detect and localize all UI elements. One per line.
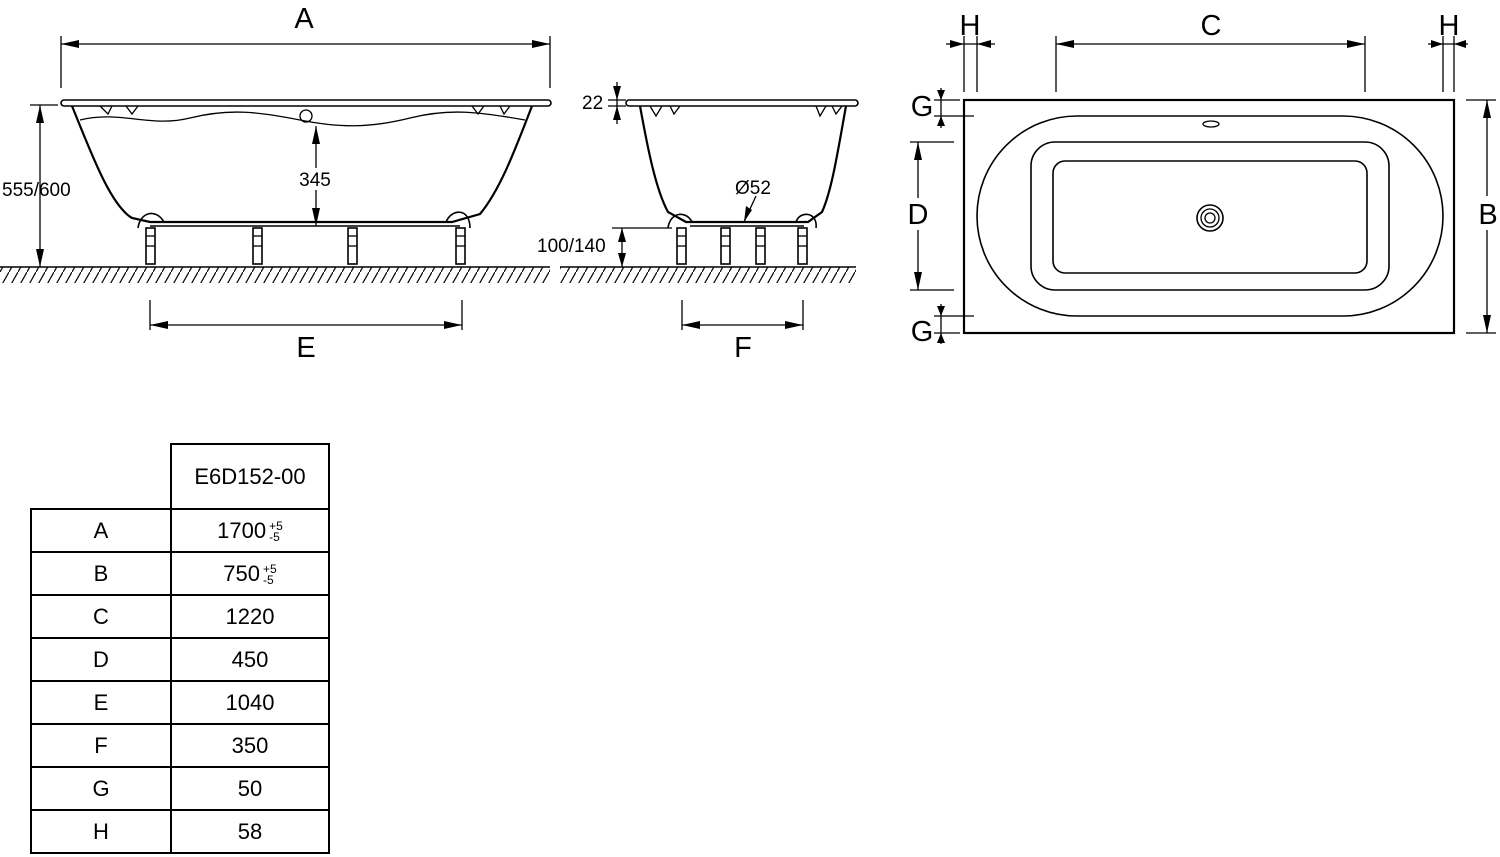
dimension-h-left: H (946, 10, 995, 92)
table-row: E 1040 (30, 680, 330, 725)
dimension-c-label: C (1201, 10, 1222, 42)
technical-drawing: A 555/600 345 E (0, 3, 1500, 364)
row-value: 1700+5-5 (170, 508, 330, 553)
dimension-f-label: F (734, 332, 752, 364)
table-header-row: E6D152-00 (31, 443, 330, 510)
row-value: 1040 (170, 680, 330, 725)
tub-side-rim (60, 99, 552, 107)
dimension-rim: 22 (582, 82, 626, 124)
overflow-slot-icon (1202, 120, 1220, 128)
row-value: 450 (170, 637, 330, 682)
end-view: Ø52 22 100/140 (537, 82, 859, 364)
row-value: 1220 (170, 594, 330, 639)
dimension-feet-label: 100/140 (537, 236, 606, 257)
tub-top-bowl (976, 115, 1444, 317)
tub-top-floor (1052, 160, 1368, 274)
row-key: B (30, 551, 172, 596)
table-row: G 50 (30, 766, 330, 811)
table-row: B 750+5-5 (30, 551, 330, 596)
row-key: H (30, 809, 172, 854)
dimension-g-top: G (911, 88, 974, 128)
tolerance: +5-5 (263, 561, 277, 587)
tub-top-inner (1030, 141, 1390, 291)
dimension-e: E (149, 300, 463, 364)
row-value: 350 (170, 723, 330, 768)
dimension-rim-label: 22 (582, 93, 603, 114)
row-value: 58 (170, 809, 330, 854)
tub-side-body (70, 105, 534, 224)
drain-icon (1196, 204, 1224, 232)
row-value: 50 (170, 766, 330, 811)
dimension-feet: 100/140 (537, 227, 672, 267)
row-key: F (30, 723, 172, 768)
dimension-e-label: E (296, 332, 315, 364)
dimension-h-right: H (1428, 10, 1468, 92)
tolerance: +5-5 (269, 518, 283, 544)
dimension-g-bottom-label: G (911, 316, 934, 348)
table-row: H 58 (30, 809, 330, 854)
dimension-g-top-label: G (911, 91, 934, 123)
end-legs (676, 227, 808, 265)
dimension-f: F (681, 300, 804, 364)
tub-top-outline (962, 98, 1456, 335)
table-row: C 1220 (30, 594, 330, 639)
row-key: G (30, 766, 172, 811)
table-row: F 350 (30, 723, 330, 768)
dimension-d: D (904, 141, 954, 291)
dimension-g-bottom: G (911, 304, 974, 348)
dimension-h-right-label: H (1439, 10, 1460, 42)
overflow-icon (299, 109, 313, 123)
dimension-a: A (60, 3, 551, 88)
floor-hatch (0, 267, 550, 283)
table-row: D 450 (30, 637, 330, 682)
drain-diameter-label: Ø52 (735, 178, 771, 199)
dimension-depth: 345 (294, 126, 336, 226)
dimension-h-left-label: H (960, 10, 981, 42)
tub-end-body (638, 105, 848, 224)
dimension-height: 555/600 (2, 104, 71, 267)
table-corner-cell (31, 444, 172, 510)
row-key: C (30, 594, 172, 639)
model-code: E6D152-00 (170, 443, 330, 510)
dimension-b: B (1466, 99, 1500, 334)
dimension-height-label: 555/600 (2, 180, 71, 201)
row-key: D (30, 637, 172, 682)
side-view: A 555/600 345 E (0, 3, 552, 364)
dimension-depth-label: 345 (299, 170, 331, 191)
table-row: A 1700+5-5 (30, 508, 330, 553)
side-legs (145, 227, 466, 265)
tub-end-rim (625, 99, 859, 107)
dimension-d-label: D (908, 199, 929, 231)
dimensions-table: E6D152-00 A 1700+5-5 B 750+5-5 C 1220 D … (30, 443, 330, 854)
top-view: C H H G (904, 10, 1500, 348)
row-value: 750+5-5 (170, 551, 330, 596)
dimension-a-label: A (294, 3, 314, 35)
row-key: E (30, 680, 172, 725)
dimension-b-label: B (1478, 199, 1497, 231)
dimension-c: C (1055, 10, 1366, 92)
row-key: A (30, 508, 172, 553)
